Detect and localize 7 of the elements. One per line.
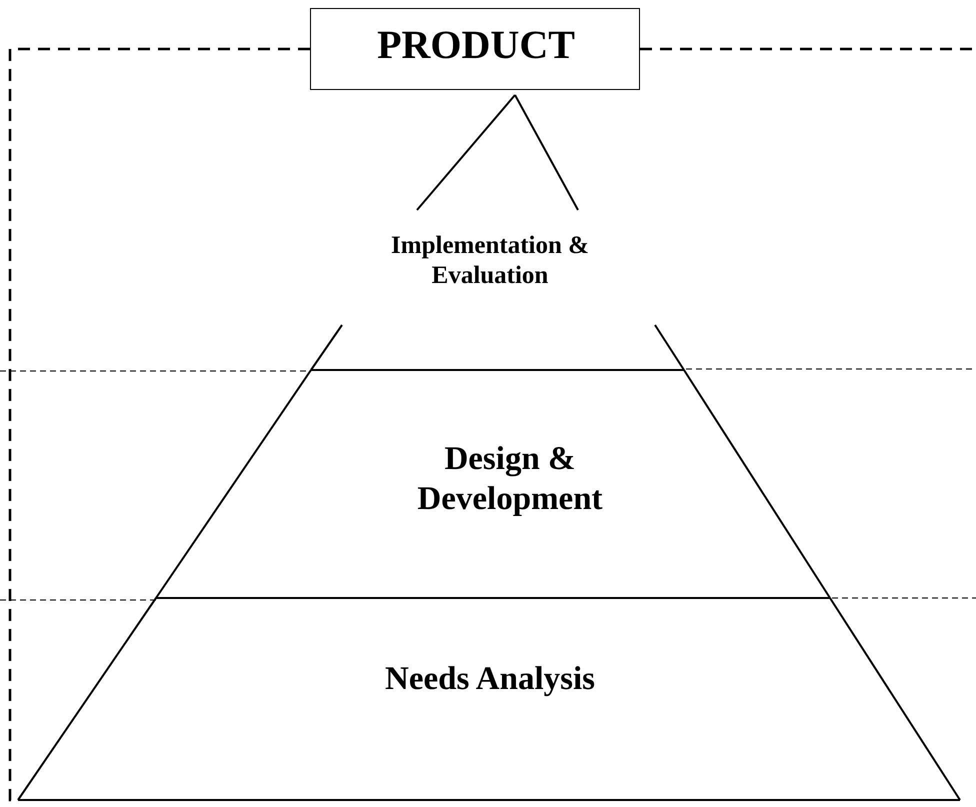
product-box bbox=[310, 8, 640, 90]
tier-label: Needs Analysis bbox=[384, 660, 596, 699]
connector-line bbox=[8, 48, 310, 802]
tier-label: Implementation & Evaluation bbox=[390, 231, 590, 291]
connector-line bbox=[640, 48, 975, 50]
tier-label: Design & Development bbox=[416, 440, 604, 519]
product-label: PRODUCT bbox=[376, 21, 576, 69]
